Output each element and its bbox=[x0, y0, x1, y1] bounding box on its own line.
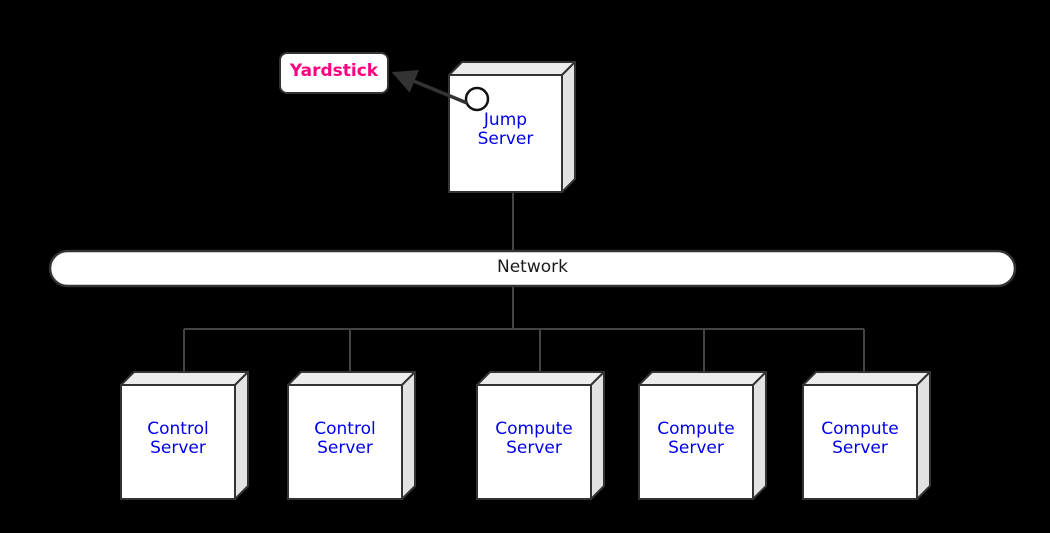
server-5-top-face bbox=[802, 371, 931, 386]
jump-server-port-icon bbox=[464, 86, 490, 112]
server-node-1[interactable] bbox=[120, 371, 249, 500]
server-4-front-face bbox=[638, 384, 754, 500]
server-5-side-face bbox=[916, 371, 931, 500]
server-node-5[interactable] bbox=[802, 371, 931, 500]
yardstick-node[interactable] bbox=[279, 52, 389, 94]
server-2-side-face bbox=[401, 371, 416, 500]
server-2-top-face bbox=[287, 371, 416, 386]
server-1-side-face bbox=[234, 371, 249, 500]
server-3-top-face bbox=[476, 371, 605, 386]
server-4-top-face bbox=[638, 371, 767, 386]
server-3-side-face bbox=[590, 371, 605, 500]
connector-jump-to-yardstick-arrow bbox=[391, 70, 468, 105]
network-node[interactable] bbox=[48, 249, 1017, 288]
jump-server-node[interactable] bbox=[448, 61, 576, 193]
jump-server-top-face bbox=[448, 61, 576, 76]
server-2-front-face bbox=[287, 384, 403, 500]
server-5-front-face bbox=[802, 384, 918, 500]
server-1-front-face bbox=[120, 384, 236, 500]
server-3-front-face bbox=[476, 384, 592, 500]
server-1-top-face bbox=[120, 371, 249, 386]
jump-server-side-face bbox=[561, 61, 576, 193]
server-node-2[interactable] bbox=[287, 371, 416, 500]
server-4-side-face bbox=[752, 371, 767, 500]
jump-server-front-face bbox=[448, 74, 563, 193]
server-node-3[interactable] bbox=[476, 371, 605, 500]
server-node-4[interactable] bbox=[638, 371, 767, 500]
